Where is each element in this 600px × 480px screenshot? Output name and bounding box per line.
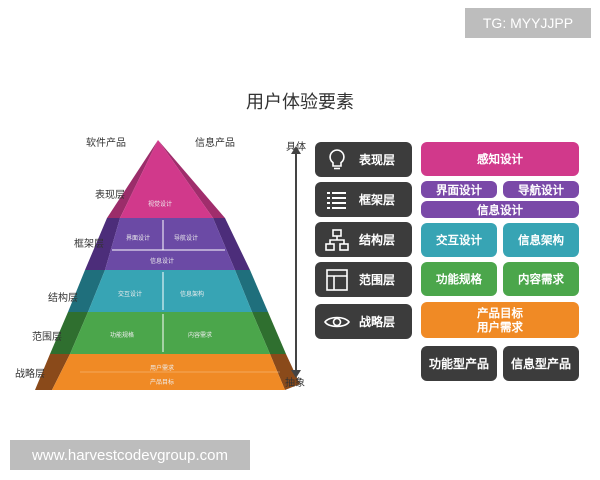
axis-bottom-label: 抽象 <box>285 378 305 389</box>
list-icon <box>315 182 359 217</box>
row-label-text: 范围层 <box>359 273 396 287</box>
navigation-design-box: 导航设计 <box>503 181 579 198</box>
row-label-text: 表现层 <box>359 153 396 167</box>
pyramid-inner-text: 视觉设计 <box>147 201 172 208</box>
hierarchy-icon <box>315 222 359 257</box>
content-req-box: 内容需求 <box>503 262 579 296</box>
interface-design-box: 界面设计 <box>421 181 497 198</box>
strategy-box: 产品目标 用户需求 <box>421 302 579 338</box>
row-label-skeleton: 框架层 <box>315 182 412 217</box>
eye-icon <box>315 304 359 339</box>
software-product-label: 软件产品 <box>86 138 126 149</box>
user-need-text: 用户需求 <box>477 320 523 334</box>
pyramid-layer-label: 范围层 <box>32 332 62 343</box>
diagram-title: 用户体验要素 <box>246 92 354 113</box>
info-architecture-box: 信息架构 <box>503 223 579 257</box>
information-design-box: 信息设计 <box>421 201 579 218</box>
pyramid-inner-text: 交互设计 <box>117 291 142 298</box>
functional-spec-box: 功能规格 <box>421 262 497 296</box>
sensory-design-box: 感知设计 <box>421 142 579 176</box>
row-label-text: 结构层 <box>359 233 396 247</box>
pyramid-inner-text: 信息架构 <box>179 291 204 298</box>
axis-line <box>295 150 297 372</box>
row-label-surface: 表现层 <box>315 142 412 177</box>
info-product-label: 信息产品 <box>195 138 235 149</box>
row-label-text: 战略层 <box>359 315 396 329</box>
pyramid-inner-text: 界面设计 <box>125 235 150 242</box>
axis-arrow-down <box>291 370 301 378</box>
watermark-top: TG: MYYJJPP <box>465 8 591 38</box>
watermark-bottom: www.harvestcodevgroup.com <box>10 440 250 470</box>
row-label-text: 框架层 <box>359 193 396 207</box>
pyramid-inner-text: 功能规格 <box>109 332 134 339</box>
pyramid-layer-label: 结构层 <box>48 293 78 304</box>
pyramid-layer-label: 表现层 <box>95 190 125 201</box>
pyramid-inner-text: 导航设计 <box>173 235 198 242</box>
row-label-scope: 范围层 <box>315 262 412 297</box>
functional-product-box: 功能型产品 <box>421 346 497 381</box>
info-product-box: 信息型产品 <box>503 346 579 381</box>
pyramid-inner-text: 用户需求 <box>149 365 174 372</box>
row-label-structure: 结构层 <box>315 222 412 257</box>
pyramid-layer-label: 框架层 <box>74 239 104 250</box>
pyramid-layer-label: 战略层 <box>15 369 45 380</box>
product-goal-text: 产品目标 <box>477 306 523 320</box>
pyramid-inner-text: 内容需求 <box>187 332 212 339</box>
row-label-strategy: 战略层 <box>315 304 412 339</box>
interaction-design-box: 交互设计 <box>421 223 497 257</box>
pyramid-inner-text: 产品目标 <box>149 379 174 386</box>
pyramid-inner-text: 信息设计 <box>149 258 174 265</box>
lightbulb-icon <box>315 142 359 177</box>
layout-icon <box>315 262 359 297</box>
